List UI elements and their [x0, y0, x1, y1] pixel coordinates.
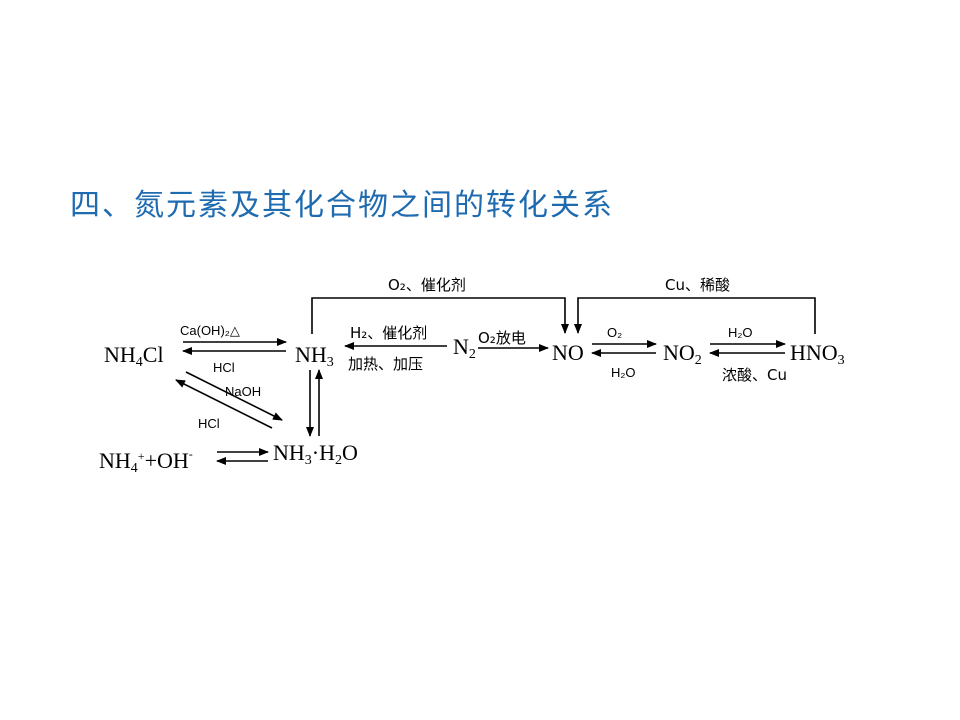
label-h2o-forward: H₂O: [728, 325, 753, 340]
species-nh4cl: NH4Cl: [104, 342, 164, 370]
arrow-nh3-to-no-loop: [311, 297, 569, 334]
label-o2-discharge: O₂放电: [478, 329, 526, 347]
arrow-nh4cl-to-nh3h2o: [185, 371, 283, 421]
species-no2: NO2: [663, 340, 702, 368]
species-nh4-oh: NH4++OH-: [99, 447, 193, 476]
label-cu-dilute-acid: Cu、稀酸: [665, 276, 730, 294]
label-naoh: NaOH: [225, 384, 261, 399]
label-conc-acid-cu: 浓酸、Cu: [722, 366, 787, 384]
label-h2o-reverse: H₂O: [611, 365, 636, 380]
species-nh3: NH3: [295, 342, 334, 370]
arrow-hno3-to-no-loop: [574, 297, 816, 334]
label-o2-catalyst: O₂、催化剂: [388, 276, 466, 294]
species-hno3: HNO3: [790, 340, 845, 368]
label-h2-catalyst: H₂、催化剂: [350, 324, 427, 342]
label-hcl-top: HCl: [213, 360, 235, 375]
arrow-nh3h2o-to-nh4cl: [175, 379, 273, 429]
label-heat-pressure: 加热、加压: [348, 355, 423, 373]
label-hcl-diagonal: HCl: [198, 416, 220, 431]
label-caoh2-heat: Ca(OH)₂△: [180, 323, 240, 338]
label-o2: O₂: [607, 325, 622, 340]
species-n2: N2: [453, 334, 476, 362]
species-nh3-h2o: NH3·H2O: [273, 440, 358, 468]
slide-title: 四、氮元素及其化合物之间的转化关系: [70, 188, 614, 223]
species-no: NO: [552, 340, 584, 365]
